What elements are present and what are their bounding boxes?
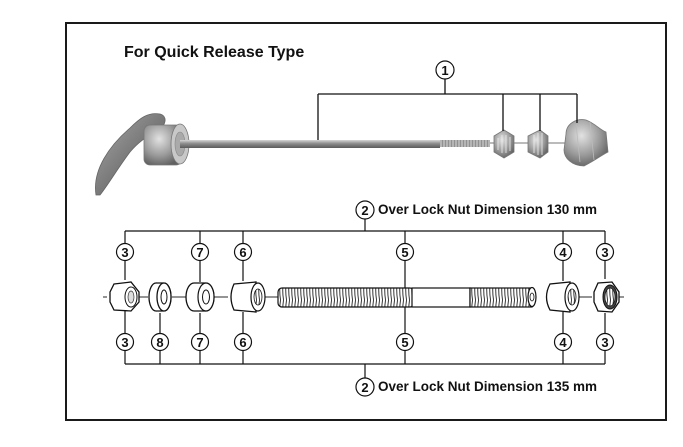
callout-top-3-left: 3: [115, 242, 135, 262]
cone-right: [545, 281, 580, 313]
hub-axle: [277, 286, 537, 308]
svg-text:5: 5: [401, 335, 408, 350]
svg-text:3: 3: [601, 245, 608, 260]
callout-2-bottom: 2: [355, 377, 375, 397]
callout-2-top: 2: [355, 200, 375, 220]
top-callouts: 3 7 6 5 4 3: [115, 242, 615, 262]
svg-text:5: 5: [401, 245, 408, 260]
qr-rod: [180, 140, 440, 148]
callout-bottom-4: 4: [553, 332, 573, 352]
svg-text:2: 2: [361, 203, 368, 218]
spacer: [185, 282, 215, 312]
svg-text:7: 7: [196, 245, 203, 260]
qr-skewer-assembly: [95, 113, 609, 196]
svg-text:4: 4: [559, 335, 567, 350]
svg-text:4: 4: [559, 245, 567, 260]
callout-bottom-6: 6: [233, 332, 253, 352]
svg-text:7: 7: [196, 335, 203, 350]
callout-1-label: 1: [441, 63, 448, 78]
svg-text:8: 8: [156, 335, 163, 350]
svg-text:3: 3: [121, 335, 128, 350]
callout-top-3-right: 3: [595, 242, 615, 262]
svg-text:6: 6: [239, 335, 246, 350]
oln-130-bracket: [124, 219, 606, 290]
oln-135-bracket: [124, 306, 606, 378]
callout-1: 1: [435, 60, 455, 80]
callout-top-7: 7: [190, 242, 210, 262]
callout-top-5: 5: [395, 242, 415, 262]
svg-text:3: 3: [121, 245, 128, 260]
callout-top-6: 6: [233, 242, 253, 262]
callout-bottom-8: 8: [150, 332, 170, 352]
cone-left: [230, 281, 266, 313]
bottom-callouts: 3 8 7 6 5 4 3: [115, 332, 615, 352]
svg-text:2: 2: [361, 380, 368, 395]
callout-bottom-5: 5: [395, 332, 415, 352]
qr-adjusting-nut: [563, 119, 609, 167]
qr-spring-1: [493, 129, 515, 159]
spacer-washer: [148, 282, 172, 312]
oln-135-label: Over Lock Nut Dimension 135 mm: [378, 379, 598, 394]
callout-bottom-3-right: 3: [595, 332, 615, 352]
oln-130-label: Over Lock Nut Dimension 130 mm: [378, 202, 598, 217]
diagram-title: For Quick Release Type: [124, 44, 305, 61]
callout-top-4: 4: [553, 242, 573, 262]
qr-rod-thread: [440, 140, 490, 147]
lock-nut-left: [109, 281, 140, 312]
diagram-frame: [65, 22, 667, 421]
callout-bottom-3-left: 3: [115, 332, 135, 352]
svg-text:6: 6: [239, 245, 246, 260]
callout-bottom-7: 7: [190, 332, 210, 352]
qr-callout-bracket: [317, 79, 578, 140]
svg-text:3: 3: [601, 335, 608, 350]
lock-nut-right: [593, 281, 620, 313]
